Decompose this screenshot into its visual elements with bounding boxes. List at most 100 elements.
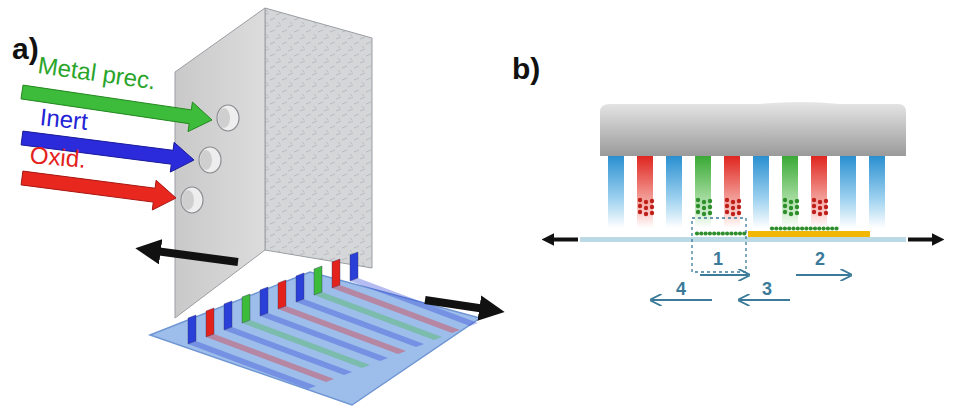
plate-stripe xyxy=(332,285,460,333)
adsorbed-dot xyxy=(804,226,808,230)
head-cross-section xyxy=(600,102,906,156)
adsorbed-dot xyxy=(734,231,738,235)
panel-label: a) xyxy=(12,32,39,65)
adsorbed-dot xyxy=(704,231,708,235)
gas-inlet xyxy=(200,150,212,170)
step-arrow xyxy=(796,274,850,276)
gas-channel-bar xyxy=(695,156,711,228)
callout-number: 4 xyxy=(676,280,686,300)
molecule-dot xyxy=(737,199,741,203)
motion-arrow xyxy=(425,300,492,310)
gas-channel-bar xyxy=(811,156,827,228)
gas-channel xyxy=(260,287,268,316)
gas-channel-bars xyxy=(608,156,885,228)
plate-stripe xyxy=(314,292,442,340)
molecule-dot xyxy=(638,210,642,214)
adsorbed-dot xyxy=(738,231,742,235)
adsorbed-dot xyxy=(809,226,813,230)
gas-label: Oxid. xyxy=(29,142,87,173)
adsorbed-dot xyxy=(725,231,729,235)
gas-channel xyxy=(242,294,250,323)
molecule-dot xyxy=(650,211,654,215)
panel-label: b) xyxy=(512,52,540,85)
molecule-dot xyxy=(638,198,642,202)
adsorbed-dot xyxy=(817,226,821,230)
gas-label: Inert xyxy=(39,104,90,135)
callout-number: 2 xyxy=(815,250,825,270)
molecule-dot xyxy=(812,204,816,208)
motion-arrow xyxy=(548,238,578,242)
plate-stripe xyxy=(242,320,370,368)
gas-channel xyxy=(278,280,286,309)
molecule-dot xyxy=(696,210,700,214)
adsorbed-dot xyxy=(729,231,733,235)
unit-cell-box xyxy=(692,218,746,272)
adsorbed-dot xyxy=(834,226,838,230)
gas-channel xyxy=(314,266,322,295)
plate-stripe xyxy=(224,327,352,375)
gas-channel xyxy=(188,315,196,344)
gas-label: Metal prec. xyxy=(36,52,157,95)
step-arrow xyxy=(740,299,790,301)
adsorbed-dot xyxy=(779,226,783,230)
gas-channel-bar xyxy=(637,156,653,228)
plate-stripe xyxy=(260,313,388,361)
adsorbed-dot xyxy=(783,226,787,230)
molecule-dot xyxy=(812,198,816,202)
molecule-dot xyxy=(795,205,799,209)
molecule-dot xyxy=(702,212,706,216)
motion-arrow xyxy=(908,238,938,242)
adsorbed-dot xyxy=(813,226,817,230)
gas-arrows xyxy=(21,85,212,210)
molecule-dot xyxy=(644,206,648,210)
plate-stripe xyxy=(278,306,406,354)
plate-stripe xyxy=(206,334,334,382)
deposited-film xyxy=(748,231,870,237)
adsorbed-dot xyxy=(830,226,834,230)
callout-number: 3 xyxy=(762,280,772,300)
molecule-dot xyxy=(818,200,822,204)
molecule-dot xyxy=(783,204,787,208)
molecule-dot xyxy=(638,204,642,208)
gas-channel-bar xyxy=(869,156,885,228)
molecule-dot xyxy=(731,212,735,216)
molecule-dot xyxy=(737,211,741,215)
molecule-dot xyxy=(824,211,828,215)
plate-stripes xyxy=(188,278,478,389)
adsorbed-dot xyxy=(800,226,804,230)
molecule-dot xyxy=(650,205,654,209)
adsorbed-dot xyxy=(712,231,716,235)
adsorbed-dot xyxy=(699,231,703,235)
adsorbed-dot xyxy=(822,226,826,230)
gas-channel-bar xyxy=(608,156,624,228)
molecule-dot xyxy=(702,206,706,210)
gas-channel-bar xyxy=(666,156,682,228)
adsorbed-dot xyxy=(774,226,778,230)
step-arrow xyxy=(700,274,748,276)
molecule-dot xyxy=(725,204,729,208)
gas-inlet xyxy=(181,187,203,213)
molecule-dot xyxy=(725,198,729,202)
plate-stripe xyxy=(296,299,424,347)
adsorbed-dot xyxy=(787,226,791,230)
adsorbed-dot xyxy=(791,226,795,230)
molecule-dot xyxy=(737,205,741,209)
gas-arrow xyxy=(21,171,176,210)
plate-stripe xyxy=(188,341,316,389)
molecule-dot xyxy=(696,204,700,208)
molecule-dot xyxy=(644,200,648,204)
molecule-dot xyxy=(789,200,793,204)
gas-channels xyxy=(188,252,358,344)
adsorbed-dot xyxy=(826,226,830,230)
gas-channel xyxy=(296,273,304,302)
molecule-dot xyxy=(795,211,799,215)
molecule-dot xyxy=(696,198,700,202)
molecule-dot xyxy=(789,212,793,216)
substrate-line xyxy=(580,237,906,242)
gas-channel xyxy=(332,259,340,288)
molecule-dot xyxy=(783,198,787,202)
gas-inlet xyxy=(218,108,230,128)
gas-channel-bar xyxy=(840,156,856,228)
molecule-dot xyxy=(708,211,712,215)
